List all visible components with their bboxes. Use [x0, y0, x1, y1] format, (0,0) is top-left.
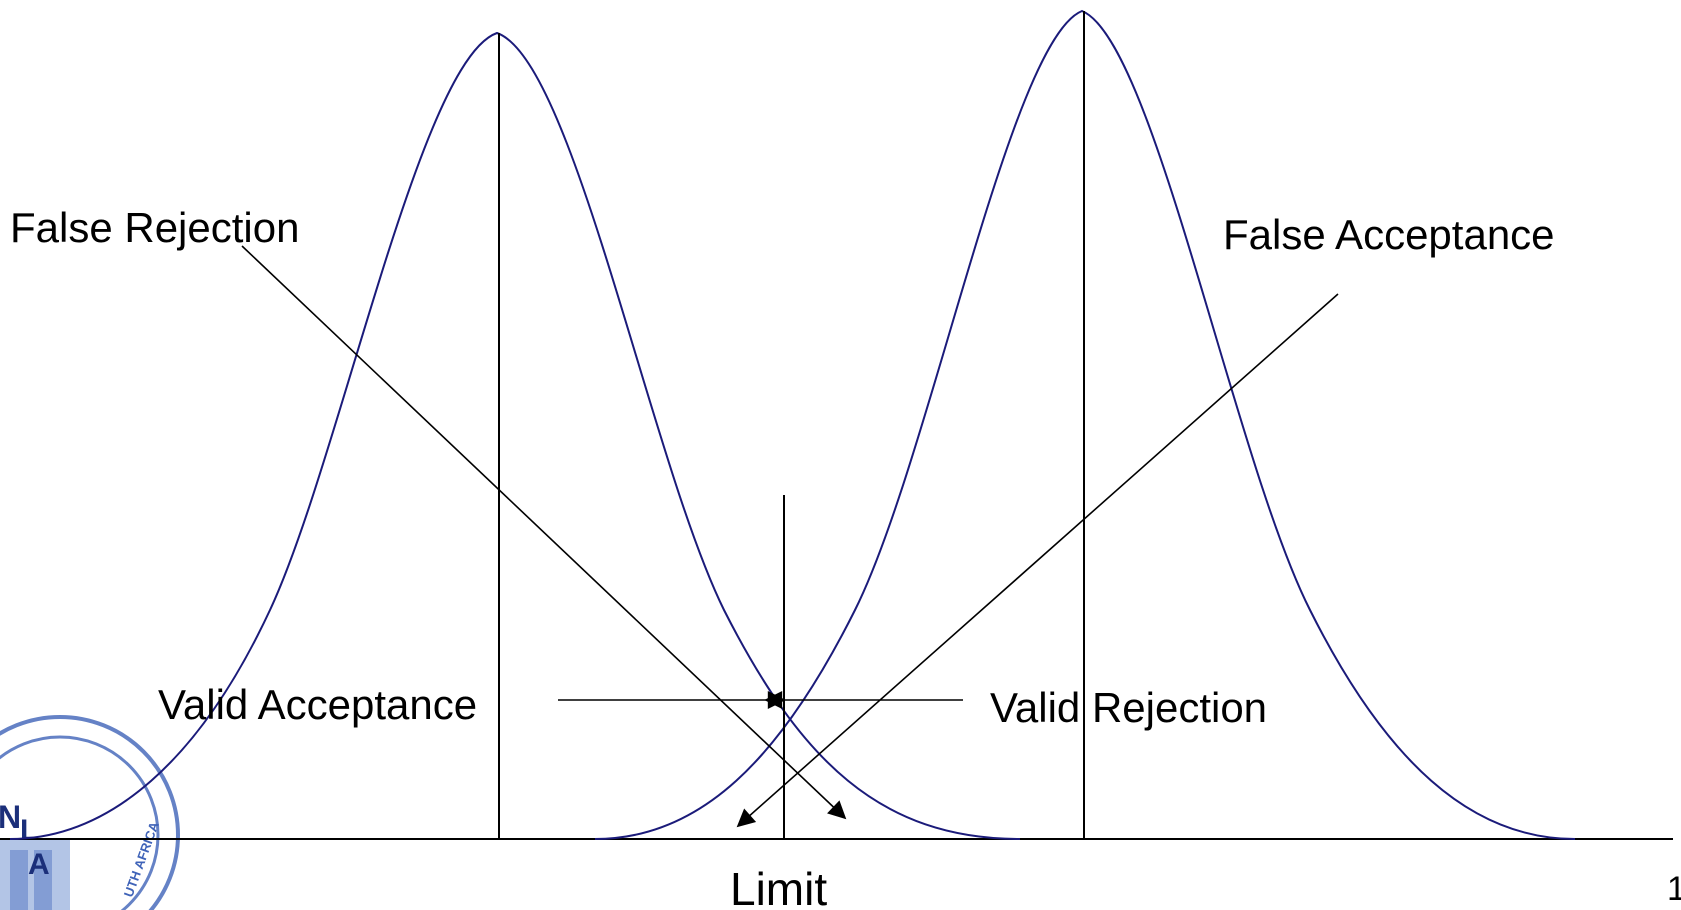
valid-acceptance-label: Valid Acceptance	[158, 681, 477, 728]
false-rejection-label: False Rejection	[10, 204, 299, 251]
logo-letter-a: A	[28, 848, 50, 881]
limit-label: Limit	[730, 863, 827, 910]
valid-rejection-label: Valid Rejection	[990, 684, 1267, 731]
false-acceptance-label: False Acceptance	[1223, 211, 1555, 258]
logo-letter-l: L	[20, 814, 38, 847]
right-distribution-curve	[594, 9, 1576, 840]
nla-logo: N L A UTH AFRICA	[0, 715, 180, 910]
false-acceptance-arrow	[736, 293, 1339, 828]
false-rejection-arrow	[241, 245, 847, 820]
page-number: 1	[1667, 870, 1681, 908]
logo-letter-n: N	[0, 799, 21, 835]
